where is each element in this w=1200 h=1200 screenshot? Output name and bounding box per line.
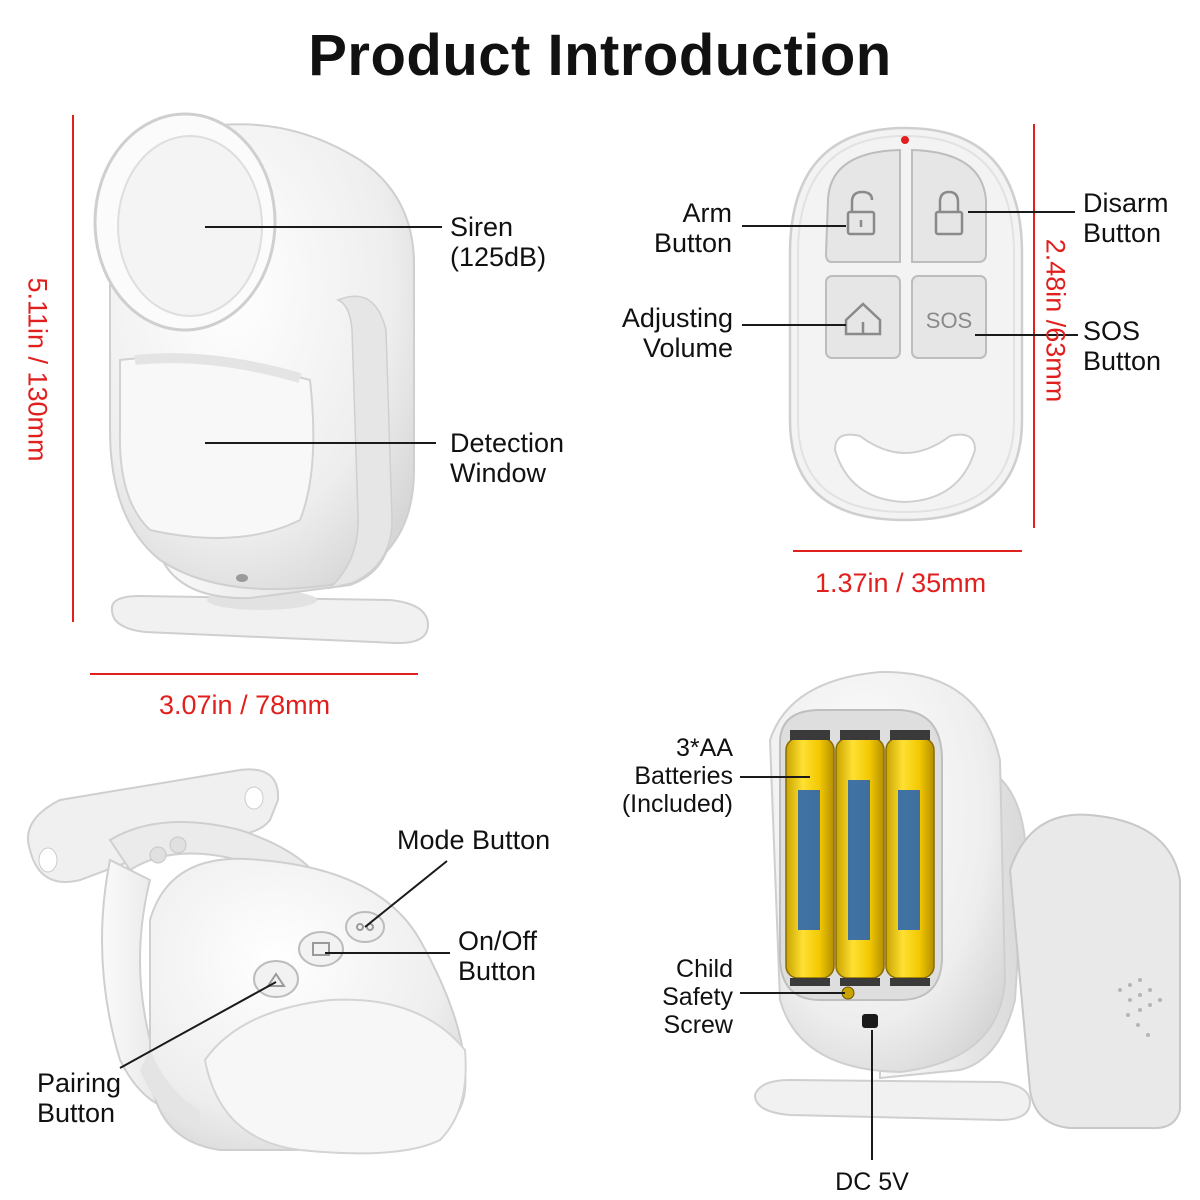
remote-width-dimension: 1.37in / 35mm — [815, 568, 987, 598]
pairing-button-label-line2: Button — [37, 1098, 116, 1128]
arm-button-label-line1: Arm — [682, 198, 733, 228]
sos-button-label-line1: SOS — [1083, 316, 1141, 346]
sos-button-label: SOS Button — [1083, 316, 1161, 376]
unlock-icon — [846, 190, 876, 236]
detection-window-label-line1: Detection — [450, 428, 565, 458]
child-safety-screw-label: Child Safety Screw — [620, 955, 733, 1039]
sensor-width-dimension: 3.07in / 78mm — [159, 690, 331, 720]
page-title: Product Introduction — [308, 23, 892, 88]
detection-window-label: Detection Window — [450, 428, 564, 488]
pairing-button-label-line1: Pairing — [37, 1068, 122, 1098]
adjusting-volume-label: Adjusting Volume — [590, 303, 733, 363]
adjusting-volume-label-line1: Adjusting — [621, 303, 733, 333]
batteries-label-line3: (Included) — [621, 790, 733, 818]
pairing-button-label: Pairing Button — [37, 1068, 121, 1128]
mode-button-label: Mode Button — [397, 825, 551, 855]
sensor-front-illustration — [93, 112, 430, 645]
batteries-label-line1: 3*AA — [676, 734, 733, 762]
dc-5v-label: DC 5V — [835, 1168, 909, 1196]
siren-label-line1: Siren — [450, 212, 514, 242]
sensor-bottom-illustration — [27, 768, 467, 1155]
on-off-button-label-line1: On/Off — [458, 926, 538, 956]
batteries-label-line2: Batteries — [634, 762, 733, 790]
adjusting-volume-label-line2: Volume — [642, 333, 733, 363]
sos-key-text: SOS — [926, 308, 972, 333]
child-safety-screw-label-line3: Screw — [663, 1011, 733, 1039]
child-safety-screw-label-line1: Child — [676, 955, 733, 983]
home-icon — [844, 302, 882, 336]
lock-icon — [934, 190, 964, 236]
arm-button-label-line2: Button — [653, 228, 732, 258]
siren-label-line2: (125dB) — [450, 242, 547, 272]
pairing-button-callout-line — [119, 981, 277, 1069]
detection-window-label-line2: Window — [450, 458, 547, 488]
arm-button-label: Arm Button — [612, 198, 732, 258]
disarm-button-label: Disarm Button — [1083, 188, 1169, 248]
disarm-button-label-line1: Disarm — [1083, 188, 1169, 218]
child-safety-screw-label-line2: Safety — [662, 983, 733, 1011]
siren-label: Siren (125dB) — [450, 212, 546, 272]
disarm-button-label-line2: Button — [1083, 218, 1162, 248]
sos-button-label-line2: Button — [1083, 346, 1162, 376]
mode-button-callout-line — [364, 860, 448, 928]
remote-height-dimension: 2.48in /63mm — [1040, 238, 1071, 403]
on-off-button-label-line2: Button — [458, 956, 537, 986]
sensor-back-illustration — [753, 670, 1181, 1130]
on-off-button-label: On/Off Button — [458, 926, 537, 986]
batteries-label: 3*AA Batteries (Included) — [600, 734, 733, 818]
sensor-height-dimension: 5.11in / 130mm — [22, 277, 53, 462]
